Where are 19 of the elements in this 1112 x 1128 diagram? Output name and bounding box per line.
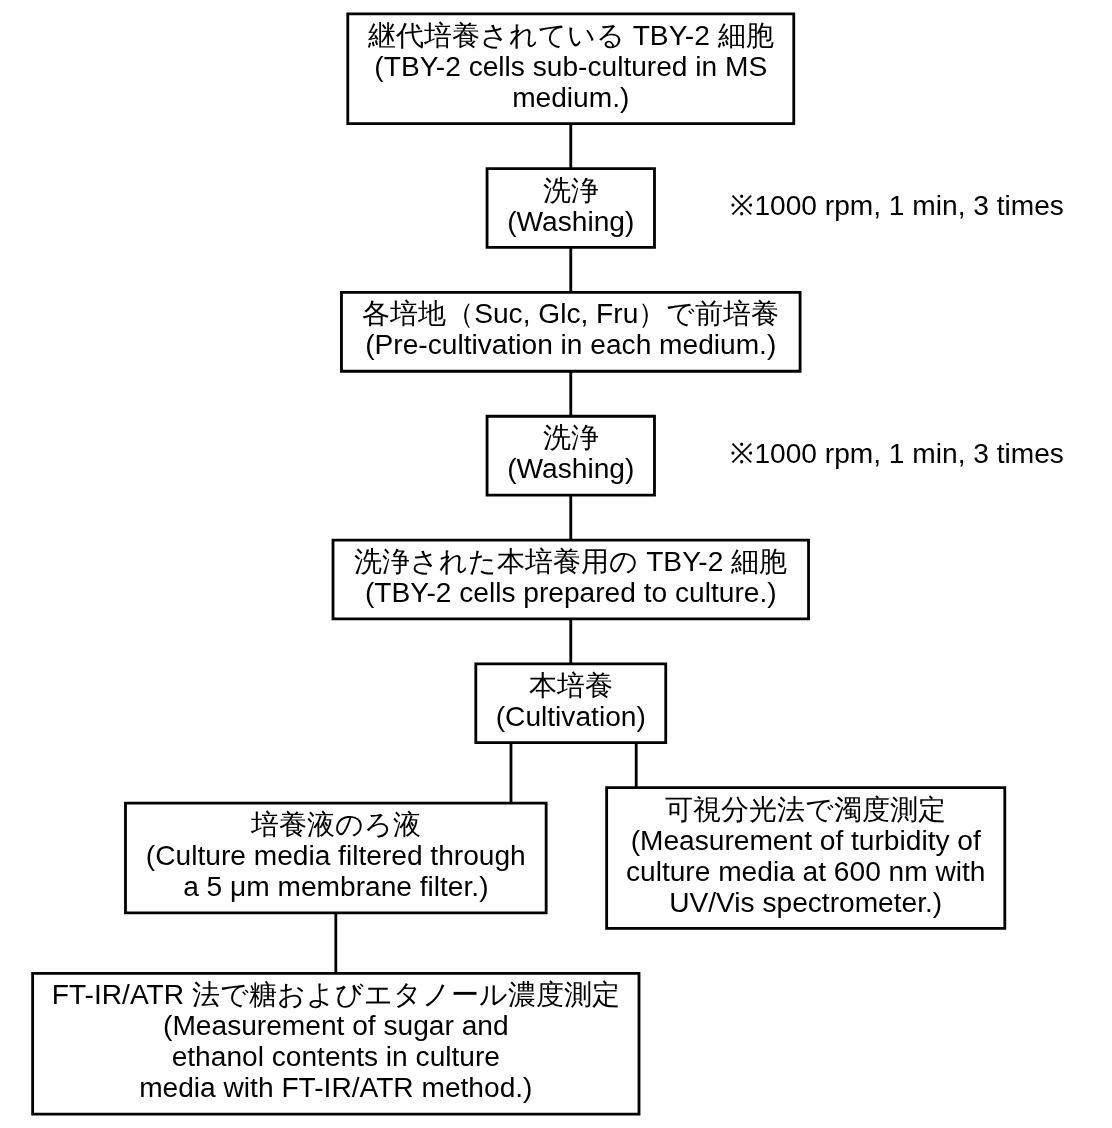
connector — [569, 495, 573, 540]
node-box: FT-IR/ATR 法で糖およびエタノール濃度測定 (Measurement of sugar and ethanol contents in culture media with FT-IR/ATR method.) — [31, 972, 641, 1116]
connector — [569, 123, 573, 169]
node-box: 洗浄された本培養用の TBY-2 細胞 (TBY-2 cells prepared to culture.) — [331, 538, 810, 621]
node-box: 培養液のろ液 (Culture media filtered through a 5 μm membrane filter.) — [124, 801, 548, 915]
connector — [569, 619, 573, 664]
connector — [569, 371, 573, 416]
connector — [634, 742, 638, 788]
node-box: 洗浄 (Washing) — [485, 414, 656, 497]
node-label: ※1000 rpm, 1 min, 3 times — [730, 190, 1064, 222]
node-box: 各培地（Suc, Glc, Fru）で前培養 (Pre-cultivation in each medium.) — [340, 291, 802, 373]
node-label: ※1000 rpm, 1 min, 3 times — [730, 437, 1064, 469]
connector — [569, 247, 573, 293]
node-box: 可視分光法で濁度測定 (Measurement of turbidity of culture media at 600 nm with UV/Vis spectrometer.) — [605, 786, 1007, 930]
connector — [509, 742, 513, 803]
node-box: 継代培養されている TBY-2 細胞 (TBY-2 cells sub-cultured in MS medium.) — [346, 12, 796, 126]
connector — [334, 913, 338, 974]
node-box: 洗浄 (Washing) — [485, 167, 656, 249]
node-box: 本培養 (Cultivation) — [474, 662, 668, 745]
